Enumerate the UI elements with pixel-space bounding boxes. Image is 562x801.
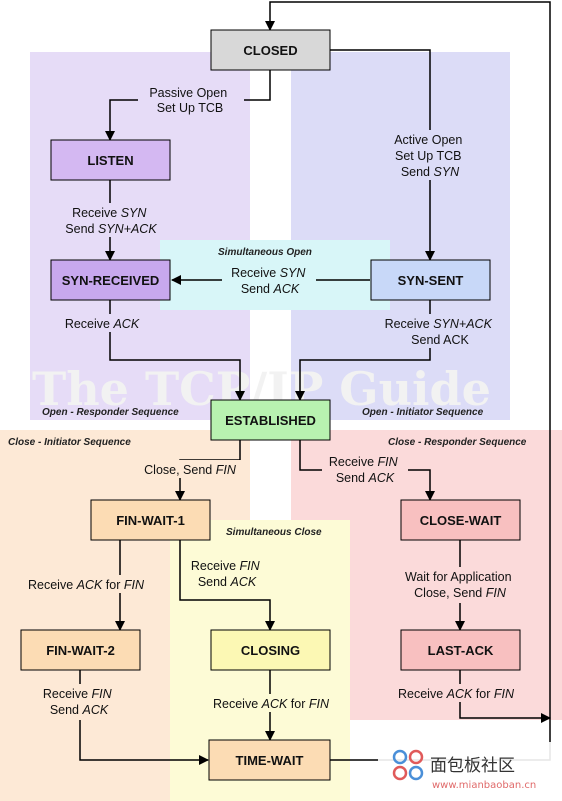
region-label-simultaneous-close: Simultaneous Close xyxy=(226,527,322,538)
state-syn-sent: SYN-SENT xyxy=(370,259,491,301)
edge-label-finwait2-receive-fin: Receive FIN Send ACK xyxy=(43,687,115,717)
state-fin-wait-1: FIN-WAIT-1 xyxy=(90,499,211,541)
edge-label-active-open: Active Open Set Up TCB Send SYN xyxy=(394,133,466,179)
state-closed: CLOSED xyxy=(210,29,331,71)
region-label-close-responder: Close - Responder Sequence xyxy=(388,437,527,448)
edge-label-listen-to-synrecv: Receive SYN Send SYN+ACK xyxy=(65,206,157,236)
region-open-initiator xyxy=(291,52,510,420)
edge-label-bg-simopen xyxy=(222,263,316,297)
state-syn-sent-label: SYN-SENT xyxy=(398,273,464,288)
region-label-open-initiator: Open - Initiator Sequence xyxy=(362,407,484,418)
edge-label-simultaneous-open: Receive SYN Send ACK xyxy=(231,266,309,296)
brand-logo: 面包板社区 www.mianbaoban.cn xyxy=(378,742,556,798)
edge-label-bg-passive xyxy=(138,84,244,116)
edge-label-closing-receive-ack: Receive ACK for FIN xyxy=(213,697,330,711)
edge-label-bg-lastack xyxy=(386,684,526,702)
edge-label-established-close: Close, Send FIN xyxy=(144,463,237,477)
edge-label-synrecv-to-established: Receive ACK xyxy=(65,317,140,331)
state-last-ack-label: LAST-ACK xyxy=(428,643,494,658)
edge-label-bg-fw2 xyxy=(36,684,122,720)
state-fin-wait-2: FIN-WAIT-2 xyxy=(20,629,141,671)
edge-label-finwait1-receive-fin: Receive FIN Send ACK xyxy=(191,559,263,589)
state-fin-wait-2-label: FIN-WAIT-2 xyxy=(46,643,115,658)
edge-label-lastack-receive-ack: Receive ACK for FIN xyxy=(398,687,515,701)
edge-label-bg-estclose xyxy=(134,460,246,478)
region-label-open-responder: Open - Responder Sequence xyxy=(42,407,179,418)
edge-label-bg-estrecv xyxy=(322,452,408,488)
state-listen-label: LISTEN xyxy=(87,153,133,168)
brand-name: 面包板社区 xyxy=(430,756,515,776)
state-time-wait: TIME-WAIT xyxy=(208,739,331,781)
state-close-wait: CLOSE-WAIT xyxy=(400,499,521,541)
state-closed-label: CLOSED xyxy=(243,43,297,58)
brand-url: www.mianbaoban.cn xyxy=(432,780,536,791)
state-closing: CLOSING xyxy=(210,629,331,671)
region-label-close-initiator: Close - Initiator Sequence xyxy=(8,437,131,448)
state-syn-received: SYN-RECEIVED xyxy=(50,259,171,301)
state-close-wait-label: CLOSE-WAIT xyxy=(420,513,502,528)
edge-label-synsent-to-established: Receive SYN+ACK Send ACK xyxy=(385,317,496,347)
edge-label-bg-cw xyxy=(394,567,526,603)
edge-label-bg-synsent xyxy=(376,314,504,348)
state-syn-received-label: SYN-RECEIVED xyxy=(62,273,160,288)
edge-label-bg-fw1ack xyxy=(16,575,156,593)
brand-mark-icon xyxy=(392,749,424,781)
state-listen: LISTEN xyxy=(50,139,171,181)
state-fin-wait-1-label: FIN-WAIT-1 xyxy=(116,513,185,528)
state-established-label: ESTABLISHED xyxy=(225,413,316,428)
state-closing-label: CLOSING xyxy=(241,643,300,658)
edge-label-established-receive-fin: Receive FIN Send ACK xyxy=(329,455,401,485)
edge-label-bg-synrecv xyxy=(56,314,150,332)
state-established: ESTABLISHED xyxy=(210,399,331,441)
edge-label-closewait-wait: Wait for Application Close, Send FIN xyxy=(405,570,515,600)
edge-label-passive-open: Passive Open Set Up TCB xyxy=(149,86,230,115)
edge-label-bg-active xyxy=(386,130,476,180)
edge-label-finwait1-receive-ack: Receive ACK for FIN xyxy=(28,578,145,592)
edge-label-bg-listen xyxy=(56,203,166,237)
edge-label-bg-fw1fin xyxy=(184,556,270,592)
region-label-simultaneous-open: Simultaneous Open xyxy=(218,247,312,258)
edge-closed-to-synsent xyxy=(330,49,435,261)
edge-label-bg-closing xyxy=(200,694,342,712)
state-time-wait-label: TIME-WAIT xyxy=(236,753,304,768)
state-last-ack: LAST-ACK xyxy=(400,629,521,671)
edge-finwait1-to-closing xyxy=(179,540,275,631)
